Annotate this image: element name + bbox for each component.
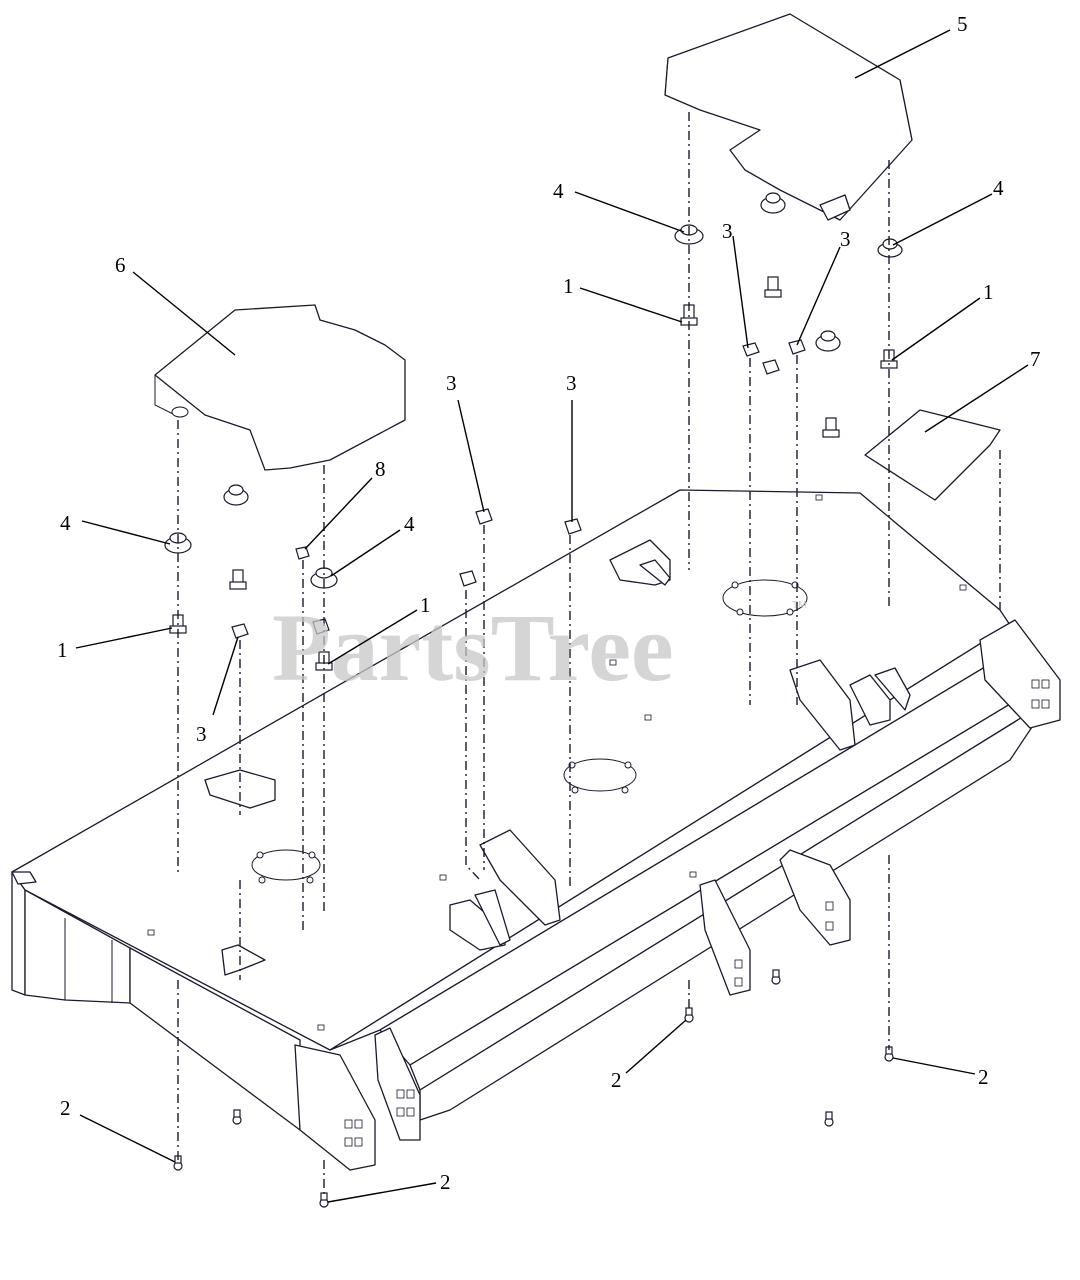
callout-labels: 5 4 4 3 3 1 1 6 7 3 3 8 4 4 1 1 3 2 2 2 … xyxy=(57,12,1041,1194)
callout-5: 5 xyxy=(957,12,968,36)
left-belt-cover xyxy=(154,304,406,471)
right-belt-cover xyxy=(664,13,913,221)
callout-3: 3 xyxy=(566,371,577,395)
bolt xyxy=(684,1007,694,1023)
bolt xyxy=(771,969,781,985)
nut xyxy=(564,518,582,535)
bolt xyxy=(884,1046,894,1062)
watermark-text: PartsTree xyxy=(272,594,674,701)
callout-3: 3 xyxy=(722,219,733,243)
callout-7: 7 xyxy=(1030,347,1041,371)
stud xyxy=(764,276,782,298)
nut xyxy=(295,546,310,560)
callout-1: 1 xyxy=(57,638,68,662)
nut xyxy=(762,359,780,375)
nut xyxy=(231,623,249,639)
callout-4: 4 xyxy=(404,512,415,536)
callout-3: 3 xyxy=(196,722,207,746)
nut xyxy=(312,618,330,635)
mower-deck xyxy=(11,489,1061,1171)
isolator xyxy=(223,484,249,506)
stud xyxy=(229,569,247,590)
bolt xyxy=(824,1111,834,1127)
cover-plate xyxy=(864,409,1001,501)
callout-3: 3 xyxy=(840,227,851,251)
callout-4: 4 xyxy=(993,176,1004,200)
stud xyxy=(822,417,840,438)
callout-1: 1 xyxy=(420,593,431,617)
isolator xyxy=(815,330,841,352)
callout-1: 1 xyxy=(563,274,574,298)
watermark-trademark: TM xyxy=(792,600,806,611)
callout-3: 3 xyxy=(446,371,457,395)
isolator xyxy=(760,192,786,214)
assembly-guides xyxy=(177,112,1001,1198)
watermark: PartsTree TM xyxy=(272,594,806,701)
nut xyxy=(742,342,760,357)
nut xyxy=(459,570,477,587)
callout-6: 6 xyxy=(115,253,126,277)
bolt xyxy=(232,1109,242,1125)
hardware xyxy=(164,192,903,1208)
callout-4: 4 xyxy=(60,511,71,535)
callout-8: 8 xyxy=(375,457,386,481)
callout-2: 2 xyxy=(60,1096,71,1120)
nut xyxy=(788,339,806,355)
callout-2: 2 xyxy=(440,1170,451,1194)
callout-leaders xyxy=(75,29,1029,1203)
callout-4: 4 xyxy=(553,179,564,203)
isolator xyxy=(877,238,903,258)
bolt xyxy=(319,1192,329,1208)
callout-2: 2 xyxy=(978,1065,989,1089)
callout-1: 1 xyxy=(983,280,994,304)
callout-2: 2 xyxy=(611,1068,622,1092)
